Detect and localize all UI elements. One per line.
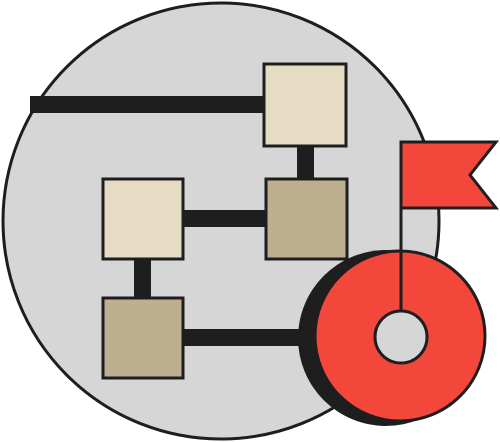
connector-vertical-right (297, 144, 314, 184)
node-middle-left (101, 177, 185, 261)
connector-bottom (182, 329, 312, 346)
connector-top (30, 96, 270, 113)
node-middle-right (264, 177, 349, 261)
node-bottom (101, 296, 185, 380)
node-top (262, 62, 348, 148)
connector-middle (182, 210, 268, 227)
flag-icon (399, 140, 500, 210)
target-center (373, 309, 429, 365)
connector-vertical-left (134, 258, 151, 300)
